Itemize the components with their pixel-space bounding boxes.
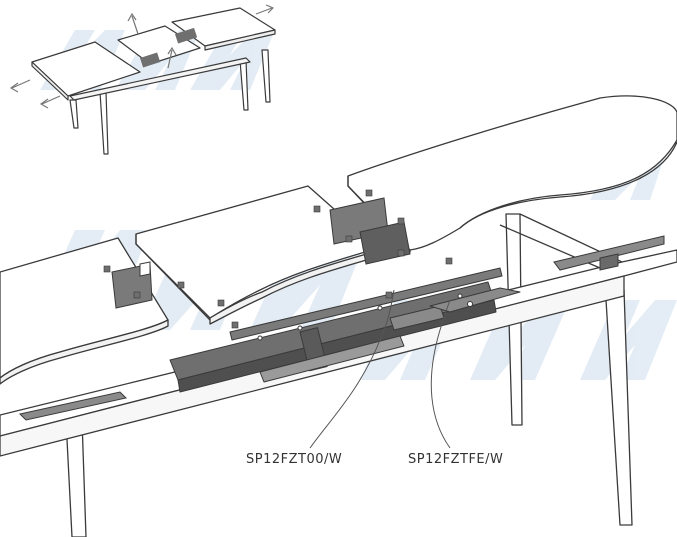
direction-arrows xyxy=(9,4,275,109)
extension-mechanism xyxy=(169,267,521,393)
callout-leader-lines xyxy=(309,289,451,449)
callout-label-mechanism: SP12FZT00/W xyxy=(246,452,343,467)
inset-table-illustration xyxy=(31,7,276,155)
alignment-pins xyxy=(103,189,453,329)
leaf-brackets xyxy=(19,197,665,421)
main-table-illustration xyxy=(0,95,677,537)
callout-label-bracket: SP12FZTFE/W xyxy=(408,452,504,467)
